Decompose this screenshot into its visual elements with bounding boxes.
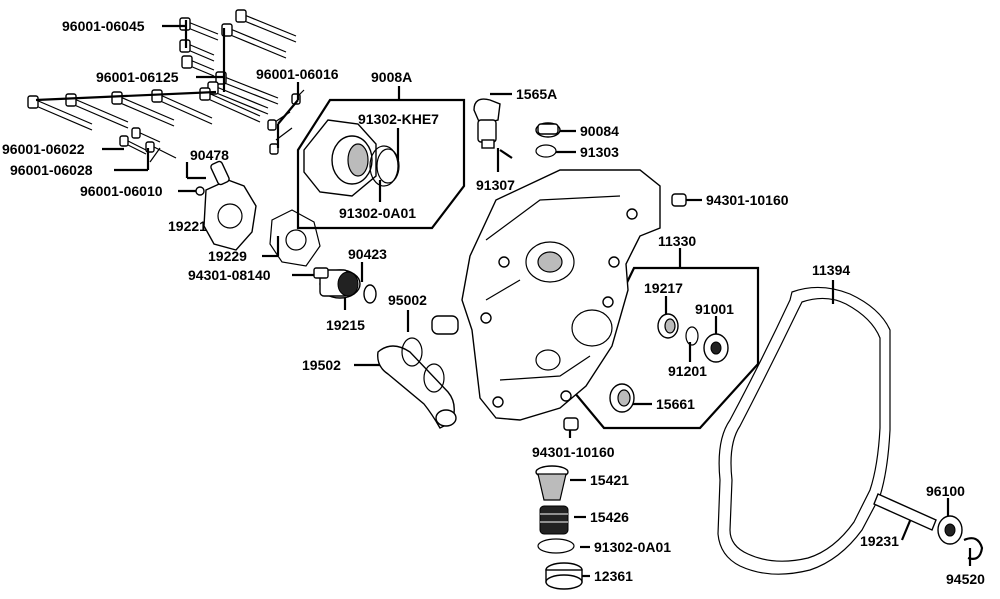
label-96001-06022: 96001-06022: [2, 141, 85, 157]
label-12361: 12361: [594, 568, 633, 584]
ring-91201: [685, 326, 699, 346]
label-90423: 90423: [348, 246, 387, 262]
bearing-91001: [703, 333, 729, 363]
label-91001: 91001: [695, 301, 734, 317]
label-15661: 15661: [656, 396, 695, 412]
dowel-94301-08140: [313, 267, 329, 279]
label-91302-0A01-top: 91302-0A01: [339, 205, 416, 221]
label-19231: 19231: [860, 533, 899, 549]
circlip-94520: [963, 537, 984, 560]
gasket-11394: [717, 286, 891, 575]
label-95002: 95002: [388, 292, 427, 308]
hose-19502: [377, 345, 457, 429]
label-96001-06010: 96001-06010: [80, 183, 163, 199]
bearing-96100: [937, 515, 963, 545]
label-94301-10160-top: 94301-10160: [706, 192, 789, 208]
label-1565A: 1565A: [516, 86, 557, 102]
leader-lines: [35, 20, 972, 578]
dowel-94301-10160-bottom: [563, 417, 579, 431]
label-91302-KHE7: 91302-KHE7: [358, 111, 439, 127]
label-19217: 19217: [644, 280, 683, 296]
label-15426: 15426: [590, 509, 629, 525]
label-91302-0A01-bottom: 91302-0A01: [594, 539, 671, 555]
shaft-19231: [873, 493, 937, 531]
seal-15661: [609, 383, 635, 413]
pin-91307: [499, 149, 513, 159]
label-9008A: 9008A: [371, 69, 412, 85]
oring-91302-0A01-top: [369, 145, 399, 187]
label-90084: 90084: [580, 123, 619, 139]
oring-91302-0A01-bottom: [537, 538, 575, 554]
strainer-15421: [535, 465, 569, 501]
bearing-holder-91302-KHE7: [303, 119, 377, 197]
label-15421: 15421: [590, 472, 629, 488]
label-96001-06125: 96001-06125: [96, 69, 179, 85]
label-19215: 19215: [326, 317, 365, 333]
water-pump-cover: [203, 160, 257, 251]
label-94301-10160-bottom: 94301-10160: [532, 444, 615, 460]
seal-19217: [657, 313, 679, 339]
label-19502: 19502: [302, 357, 341, 373]
label-96100: 96100: [926, 483, 965, 499]
label-19221: 19221: [168, 218, 207, 234]
part-labels: 96001-06045 96001-06125 96001-06016 9008…: [2, 18, 985, 587]
small-screw-96001-06010: [195, 186, 205, 196]
label-11394: 11394: [812, 262, 850, 278]
clamp-95002: [401, 337, 445, 393]
sensor-1565A: [473, 98, 501, 149]
seal-90423: [363, 284, 377, 304]
label-94520: 94520: [946, 571, 985, 587]
spring-15426: [539, 505, 569, 535]
crankcase-cover: [461, 169, 661, 421]
label-91201: 91201: [668, 363, 707, 379]
oring-91303: [535, 144, 557, 158]
label-91307: 91307: [476, 177, 515, 193]
label-96001-06028: 96001-06028: [10, 162, 93, 178]
label-90478: 90478: [190, 147, 229, 163]
label-96001-06045: 96001-06045: [62, 18, 145, 34]
impeller-19215: [319, 269, 361, 299]
dowel-tube: [431, 315, 459, 335]
pump-gasket: [269, 209, 321, 267]
label-91303: 91303: [580, 144, 619, 160]
label-94301-08140: 94301-08140: [188, 267, 271, 283]
dowel-94301-10160-top: [671, 193, 687, 207]
plug-90084: [535, 122, 561, 138]
label-11330: 11330: [658, 233, 696, 249]
label-96001-06016: 96001-06016: [256, 66, 339, 82]
drain-plug-12361: [545, 562, 583, 590]
label-19229: 19229: [208, 248, 247, 264]
assembly-box-9008A: [296, 98, 466, 230]
